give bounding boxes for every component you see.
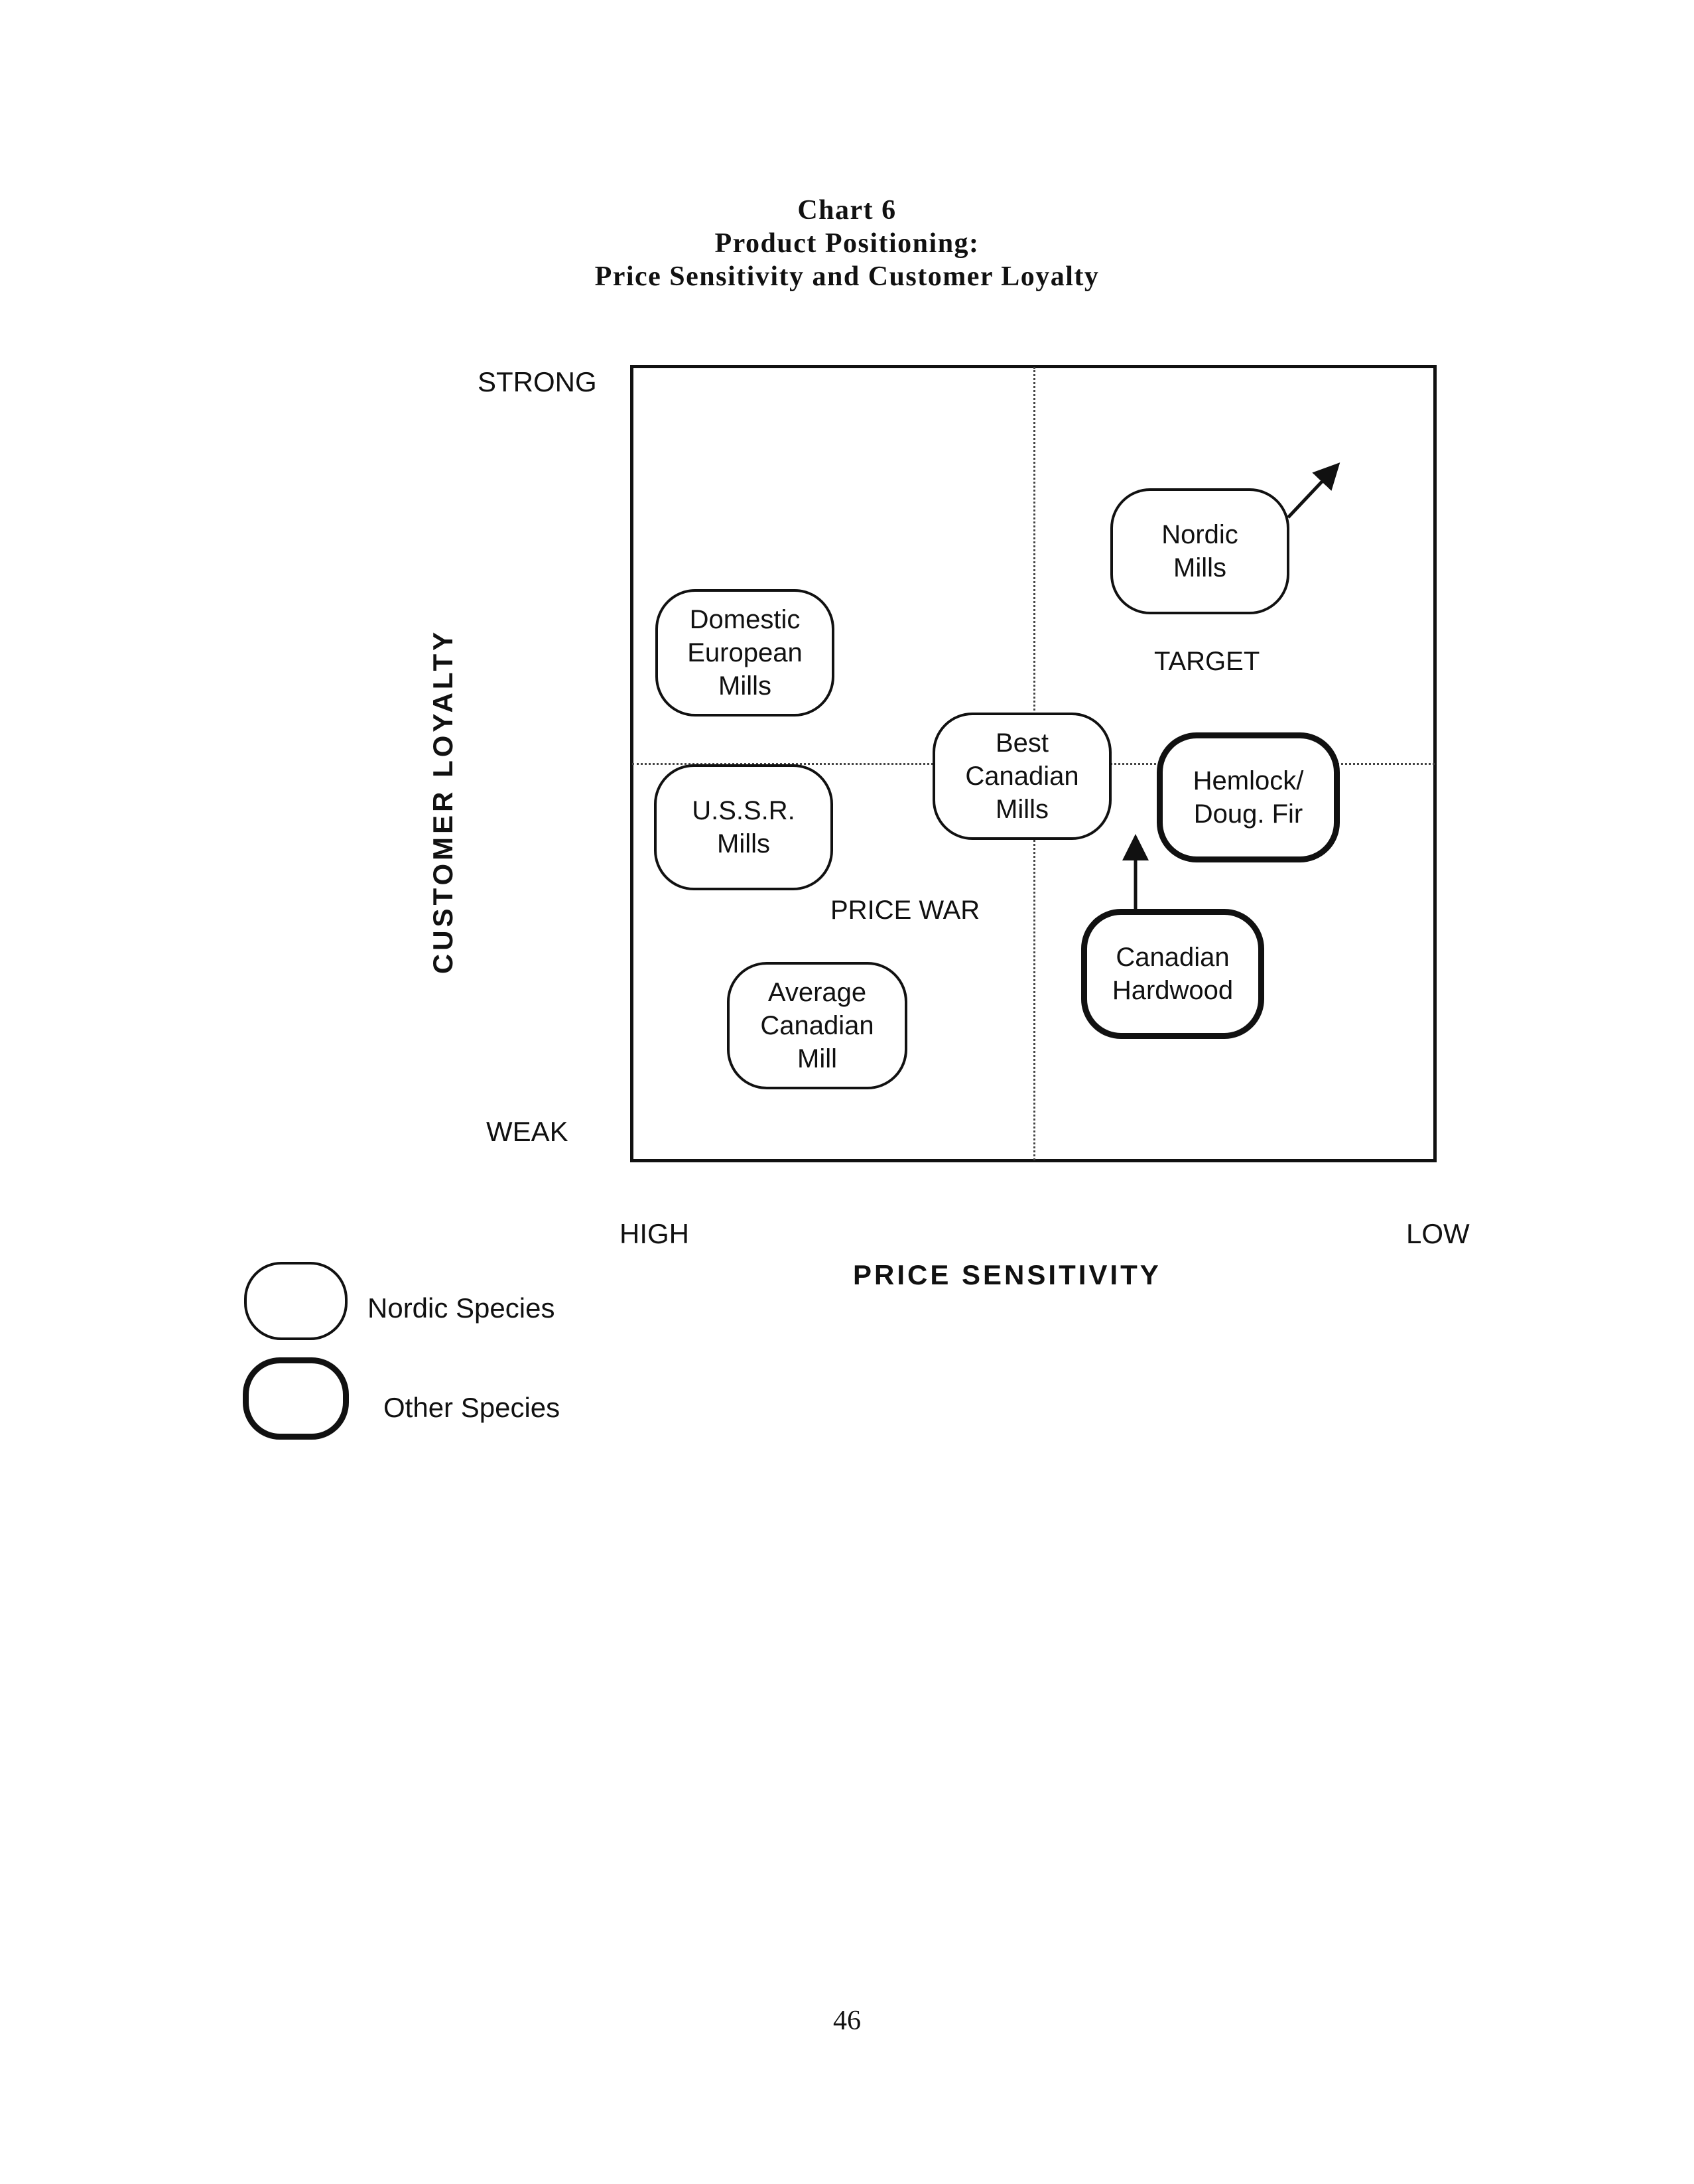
- chart-title-line2: Product Positioning:: [714, 228, 980, 259]
- page-number: 46: [833, 2006, 861, 2036]
- chart-title: Chart 6 Product Positioning: Price Sensi…: [0, 194, 1694, 293]
- node-domestic-european-mills: Domestic European Mills: [655, 589, 834, 717]
- x-axis-title: PRICE SENSITIVITY: [853, 1259, 1161, 1290]
- x-axis-left-label: HIGH: [619, 1218, 689, 1249]
- y-axis-top-label: STRONG: [478, 366, 597, 397]
- node-average-canadian-mill: Average Canadian Mill: [727, 962, 907, 1089]
- zone-price-war-label: PRICE WAR: [830, 896, 980, 925]
- chart-title-line3: Price Sensitivity and Customer Loyalty: [594, 261, 1100, 292]
- node-nordic-mills: Nordic Mills: [1110, 488, 1289, 614]
- node-hemlock-doug-fir: Hemlock/ Doug. Fir: [1157, 732, 1340, 862]
- x-axis-right-label: LOW: [1406, 1218, 1470, 1249]
- chart-title-line1: Chart 6: [797, 195, 897, 226]
- node-best-canadian-mills: Best Canadian Mills: [933, 713, 1112, 840]
- legend-nordic-label: Nordic Species: [367, 1292, 555, 1324]
- legend-other-label: Other Species: [383, 1392, 560, 1423]
- legend-other-swatch: [243, 1357, 349, 1440]
- legend-nordic-swatch: [244, 1262, 348, 1340]
- nordic-mills-arrow: [1287, 462, 1340, 519]
- y-axis-bottom-label: WEAK: [486, 1116, 568, 1147]
- node-canadian-hardwood: Canadian Hardwood: [1081, 909, 1264, 1039]
- node-ussr-mills: U.S.S.R. Mills: [654, 764, 833, 890]
- zone-target-label: TARGET: [1154, 647, 1260, 676]
- matrix-frame: [630, 365, 1437, 1162]
